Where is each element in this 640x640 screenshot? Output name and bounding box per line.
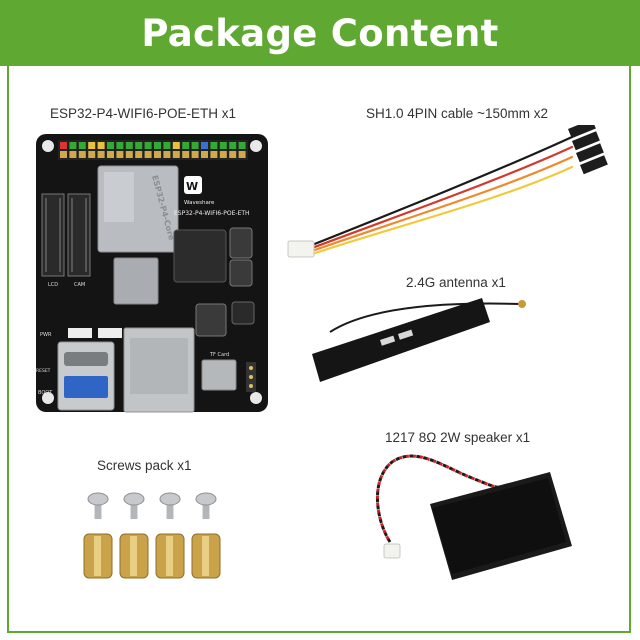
screw	[123, 492, 145, 519]
silk-tf: TF Card	[209, 352, 229, 358]
silk-pwr: PWR	[40, 332, 52, 338]
gpio-pin	[201, 151, 208, 158]
waveshare-logo	[184, 176, 202, 194]
svg-text:W: W	[186, 180, 198, 193]
gpio-pin	[125, 151, 133, 158]
speaker-image	[376, 454, 572, 580]
gpio-pin	[78, 151, 86, 158]
content-frame	[7, 66, 631, 633]
gpio-pin	[163, 142, 171, 149]
poe-transformer	[173, 229, 227, 283]
gpio-pin	[210, 142, 218, 149]
screws-image	[83, 492, 221, 579]
capacitor	[195, 303, 227, 337]
gpio-header	[58, 140, 248, 160]
caption-screws: Screws pack x1	[97, 458, 192, 473]
gpio-pin	[219, 151, 227, 158]
caption-board: ESP32-P4-WIFI6-POE-ETH x1	[50, 106, 237, 121]
antenna-pcb	[312, 298, 490, 382]
gpio-pin	[116, 142, 124, 149]
gpio-pin	[97, 142, 105, 149]
gpio-pin	[78, 142, 86, 149]
gpio-pin	[135, 151, 143, 158]
screws-row	[87, 492, 217, 519]
speaker-wire	[376, 454, 507, 543]
gpio-pin	[172, 142, 180, 149]
silk-brand: Waveshare	[184, 200, 215, 206]
gpio-pin	[210, 151, 218, 158]
gpio-pin	[69, 151, 77, 158]
gpio-pin	[69, 142, 77, 149]
tf-card-slot	[201, 359, 237, 391]
speaker-connector	[383, 543, 401, 559]
silk-boot: BOOT	[38, 390, 53, 396]
gpio-pin	[238, 142, 246, 149]
silk-model: ESP32-P4-WIFI6-POE-ETH	[174, 210, 250, 217]
gpio-pin	[125, 142, 133, 149]
gpio-pin	[88, 142, 96, 149]
brass-standoff	[155, 533, 185, 579]
gpio-pin	[201, 142, 208, 149]
gpio-pin	[144, 142, 152, 149]
dupont-connectors	[567, 125, 608, 175]
gpio-pin	[238, 151, 246, 158]
gpio-pin	[154, 142, 161, 149]
sh10-connector	[287, 240, 315, 258]
gpio-pin	[219, 142, 227, 149]
gpio-pin	[135, 142, 143, 149]
gpio-pin	[229, 151, 237, 158]
brass-standoff	[83, 533, 113, 579]
antenna-cable	[329, 302, 521, 333]
gpio-pin	[191, 142, 199, 149]
cable-wires	[310, 135, 574, 256]
gpio-pin	[107, 142, 114, 149]
screw	[159, 492, 181, 519]
ipex-connector	[518, 300, 526, 308]
gpio-pin	[144, 151, 152, 158]
standoffs-row	[83, 533, 221, 579]
cam-connector	[67, 193, 91, 277]
antenna-image	[312, 298, 526, 382]
gpio-pin	[182, 142, 190, 149]
header-banner: Package Content	[0, 0, 640, 66]
wifi-module	[113, 257, 159, 305]
gpio-pin	[182, 151, 190, 158]
caption-cable: SH1.0 4PIN cable ~150mm x2	[366, 106, 548, 121]
gpio-pin	[97, 151, 105, 158]
gpio-pin	[163, 151, 171, 158]
silk-lcd: LCD	[48, 282, 58, 288]
lcd-connector	[41, 193, 65, 277]
usb-a-port	[64, 376, 108, 398]
gpio-pin	[154, 151, 161, 158]
board-image: LCD CAM ESP32-P4-Core W Waveshare ESP32-…	[36, 134, 268, 413]
brass-standoff	[119, 533, 149, 579]
screw	[87, 492, 109, 519]
gpio-pin	[88, 151, 96, 158]
gpio-pin	[60, 142, 67, 149]
gpio-pin	[191, 151, 199, 158]
silk-cam: CAM	[74, 282, 85, 288]
gpio-pin	[172, 151, 180, 158]
screw	[195, 492, 217, 519]
caption-speaker: 1217 8Ω 2W speaker x1	[385, 430, 531, 445]
gpio-pin	[60, 151, 67, 158]
gpio-pin	[116, 151, 124, 158]
cable-image	[287, 125, 608, 258]
page-title: Package Content	[141, 11, 499, 55]
caption-antenna: 2.4G antenna x1	[406, 275, 506, 290]
brass-standoff	[191, 533, 221, 579]
silk-reset: RESET	[36, 368, 51, 374]
gpio-pin	[107, 151, 114, 158]
gpio-pin	[229, 142, 237, 149]
